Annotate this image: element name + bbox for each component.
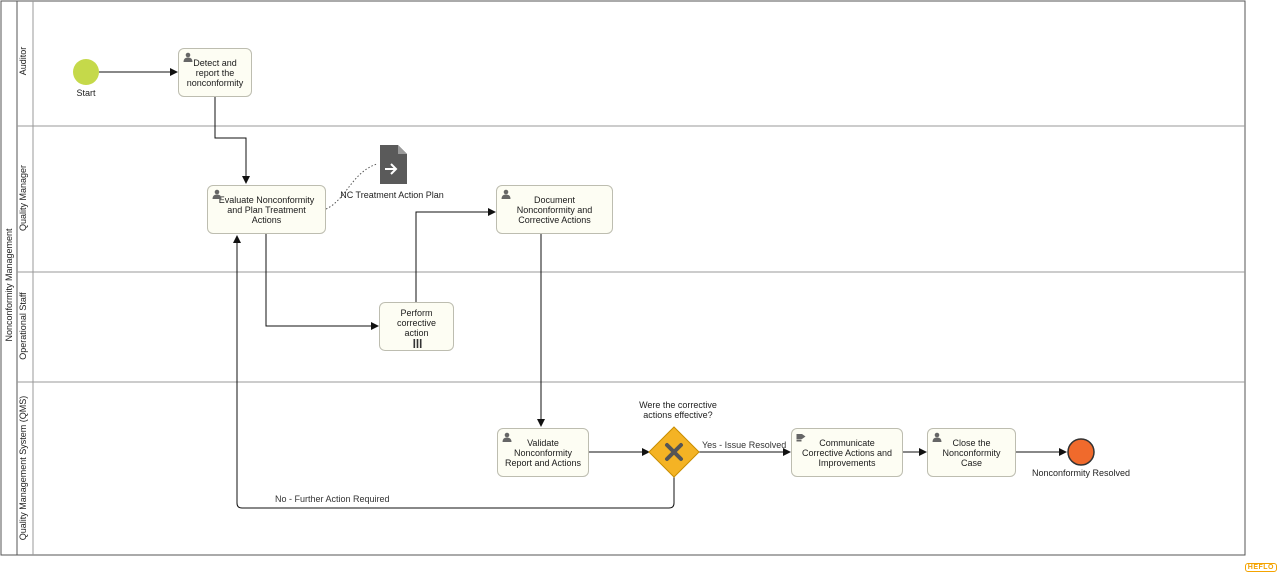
- start-event[interactable]: [73, 59, 99, 85]
- artifact-label: NC Treatment Action Plan: [340, 190, 444, 200]
- task-communicate-corrective-actions[interactable]: Communicate Corrective Actions and Impro…: [791, 428, 903, 477]
- user-icon: [932, 432, 942, 442]
- flow-label-no: No - Further Action Required: [275, 494, 390, 504]
- send-hand-icon: [796, 434, 806, 442]
- user-icon: [502, 432, 512, 442]
- user-icon: [501, 189, 511, 199]
- end-event[interactable]: [1067, 438, 1095, 466]
- user-icon: [183, 52, 193, 62]
- task-label: Validate Nonconformity Report and Action…: [504, 437, 582, 468]
- task-label: Close the Nonconformity Case: [942, 437, 1001, 468]
- task-label: Evaluate Nonconformity and Plan Treatmen…: [218, 194, 315, 225]
- task-perform-corrective-action[interactable]: Perform corrective action: [379, 302, 454, 351]
- pool-label: Nonconformity Management: [4, 228, 14, 342]
- exclusive-gateway[interactable]: [648, 426, 700, 478]
- task-label: Detect and report the nonconformity: [186, 57, 244, 88]
- task-document-nonconformity[interactable]: Document Nonconformity and Corrective Ac…: [496, 185, 613, 234]
- association-evaluate-to-plan: [325, 163, 378, 210]
- end-event-label: Nonconformity Resolved: [1031, 468, 1131, 478]
- task-label: Communicate Corrective Actions and Impro…: [801, 437, 893, 468]
- task-detect-nonconformity[interactable]: Detect and report the nonconformity: [178, 48, 252, 97]
- lane-label-auditor: Auditor: [18, 46, 28, 76]
- task-validate-nonconformity[interactable]: Validate Nonconformity Report and Action…: [497, 428, 589, 477]
- task-evaluate-nonconformity[interactable]: Evaluate Nonconformity and Plan Treatmen…: [207, 185, 326, 234]
- lane-label-qms: Quality Management System (QMS): [18, 395, 28, 541]
- user-icon: [212, 189, 222, 199]
- lane-label-quality-manager: Quality Manager: [18, 164, 28, 232]
- pool-border: [0, 0, 1246, 556]
- flow-label-yes: Yes - Issue Resolved: [702, 440, 787, 450]
- task-close-nonconformity-case[interactable]: Close the Nonconformity Case: [927, 428, 1016, 477]
- task-label: Document Nonconformity and Corrective Ac…: [516, 194, 593, 225]
- flow-gateway-no: [233, 235, 675, 509]
- brand-logo: HEFLO: [1244, 563, 1277, 572]
- start-event-label: Start: [76, 88, 96, 98]
- data-output-icon[interactable]: [380, 145, 407, 184]
- task-label: Perform corrective action: [396, 307, 436, 338]
- lane-label-operational-staff: Operational Staff: [18, 292, 28, 360]
- gateway-question-label: Were the corrective actions effective?: [639, 400, 717, 420]
- gateway-x-icon: [665, 443, 683, 461]
- multi-instance-marker-icon: [413, 339, 422, 348]
- flow-evaluate-to-perform: [265, 234, 379, 330]
- flow-detect-to-evaluate: [214, 96, 250, 184]
- flow-perform-to-document: [415, 208, 496, 302]
